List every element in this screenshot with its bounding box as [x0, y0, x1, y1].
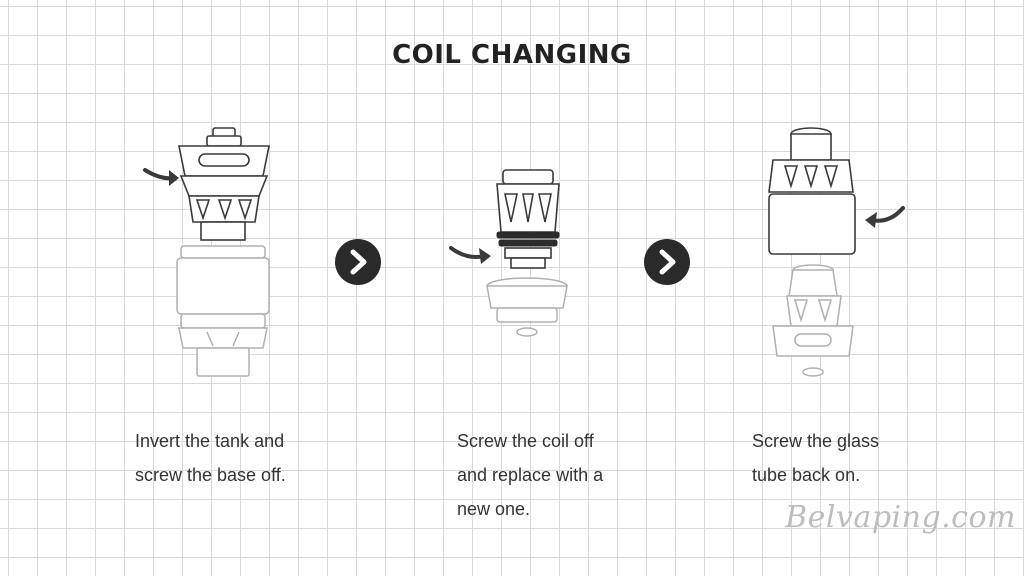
chevron-right-icon	[350, 249, 367, 275]
rotate-arrow-icon	[865, 206, 905, 228]
step-2-caption: Screw the coil off and replace with a ne…	[457, 424, 603, 526]
next-step-button-2[interactable]	[644, 239, 690, 285]
page-title: COIL CHANGING	[392, 40, 632, 70]
chevron-right-icon	[659, 249, 676, 275]
step-1-illustration	[143, 127, 270, 377]
step-1-caption: Invert the tank and screw the base off.	[135, 424, 286, 492]
watermark: Belvaping.com	[785, 500, 1016, 535]
step-2-line-3: new one.	[457, 499, 531, 519]
next-step-button-1[interactable]	[335, 239, 381, 285]
step-2-illustration	[449, 169, 568, 337]
step-2-line-1: Screw the coil off	[457, 431, 594, 451]
step-3-line-1: Screw the glass	[752, 431, 880, 451]
step-1-line-1: Invert the tank and	[135, 431, 285, 451]
step-3-line-2: tube back on.	[752, 465, 861, 485]
rotate-arrow-icon	[143, 168, 179, 186]
step-3-illustration	[768, 127, 905, 377]
step-3-caption: Screw the glass tube back on.	[752, 424, 879, 492]
step-1-line-2: screw the base off.	[135, 465, 286, 485]
rotate-arrow-icon	[449, 246, 491, 264]
step-2-line-2: and replace with a	[457, 465, 604, 485]
